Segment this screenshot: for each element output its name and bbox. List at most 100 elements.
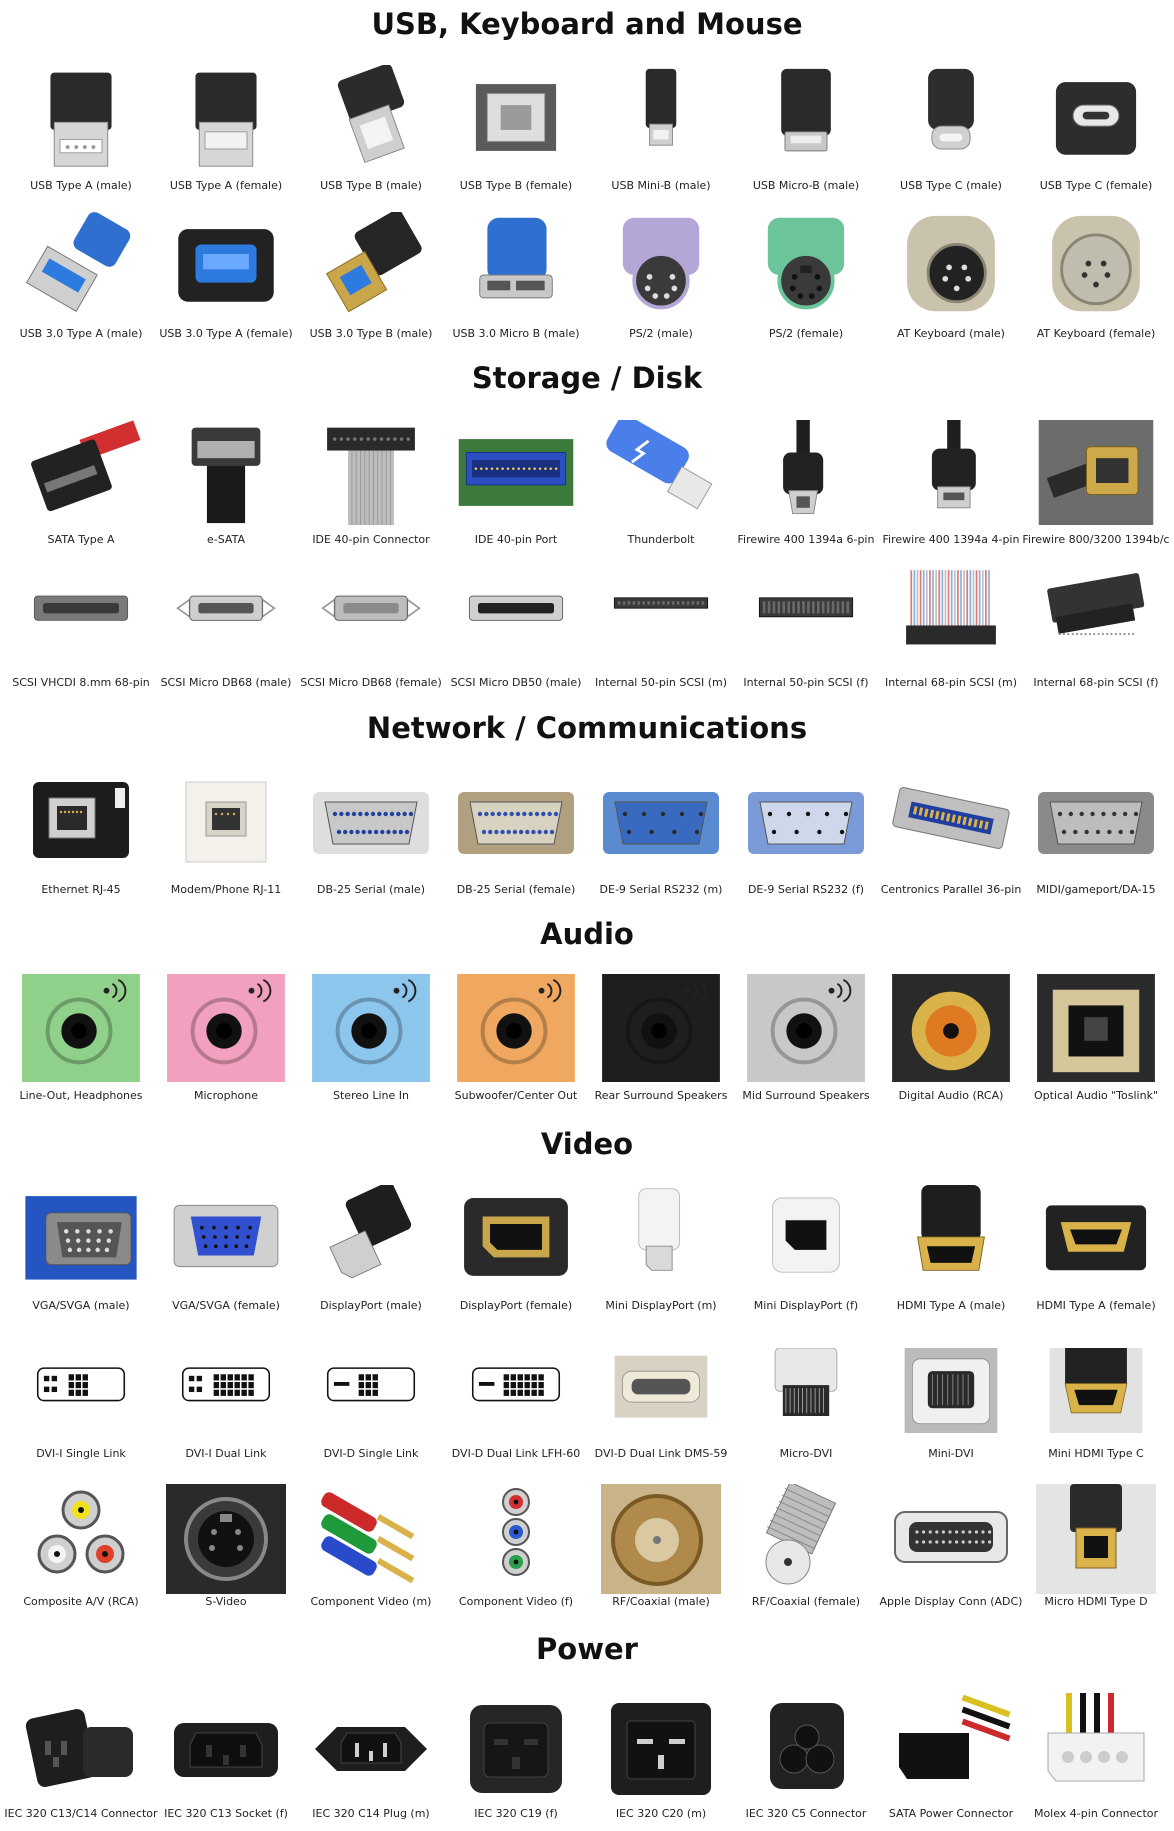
connector-label: Mini-DVI <box>928 1447 974 1460</box>
section-title: Storage / Disk <box>471 361 703 395</box>
at-keyboard-female-icon <box>1032 212 1160 317</box>
usb-type-c-male-icon <box>887 65 1015 170</box>
digital-audio-rca-icon <box>887 974 1015 1082</box>
connector-label: IDE 40-pin Port <box>474 533 558 546</box>
component-video-m-icon <box>307 1484 435 1594</box>
apple-display-conn-adc-icon <box>887 1484 1015 1594</box>
usb-3-0-type-b-male-icon <box>307 212 435 317</box>
connector-label: SCSI VHCDI 8.mm 68-pin <box>12 676 150 689</box>
connector-label: USB Type B (male) <box>320 179 422 192</box>
connector-label: USB Micro-B (male) <box>752 179 860 192</box>
molex-4-pin-connector-icon <box>1032 1693 1160 1803</box>
vga-svga-female-icon <box>162 1185 290 1287</box>
connector-label: Internal 50-pin SCSI (m) <box>594 676 728 689</box>
connector-label: Optical Audio "Toslink" <box>1034 1089 1158 1102</box>
centronics-parallel-36-pin-icon <box>887 768 1015 878</box>
connector-label: Component Video (f) <box>458 1595 574 1608</box>
iec-320-c13-c14-connector-icon <box>17 1693 145 1803</box>
connector-label: USB Mini-B (male) <box>611 179 711 192</box>
rf-coaxial-male-icon <box>597 1484 725 1594</box>
scsi-micro-db68-male-icon <box>162 565 290 660</box>
displayport-male-icon <box>307 1185 435 1287</box>
connector-label: USB Type B (female) <box>459 179 573 192</box>
connector-label: Microphone <box>193 1089 259 1102</box>
connector-label: Mini DisplayPort (m) <box>605 1299 717 1312</box>
section-title: USB, Keyboard and Mouse <box>371 7 803 41</box>
iec-320-c14-plug-m-icon <box>307 1693 435 1803</box>
scsi-vhcdi-8-mm-68-pin-icon <box>17 565 145 660</box>
optical-audio-toslink-icon <box>1032 974 1160 1082</box>
microphone-icon <box>162 974 290 1082</box>
connector-label: IDE 40-pin Connector <box>312 533 430 546</box>
connector-label: Internal 68-pin SCSI (f) <box>1033 676 1159 689</box>
connector-label: DVI-D Single Link <box>323 1447 419 1460</box>
composite-a-v-rca-icon <box>17 1484 145 1594</box>
connector-label: DE-9 Serial RS232 (m) <box>599 883 723 896</box>
usb-type-a-male-icon <box>17 65 145 170</box>
connector-label: Digital Audio (RCA) <box>898 1089 1004 1102</box>
mini-dvi-icon <box>887 1348 1015 1433</box>
connector-label: IEC 320 C5 Connector <box>745 1807 867 1820</box>
firewire-400-1394a-4-pin-icon <box>887 420 1015 525</box>
ps-2-male-icon <box>597 212 725 317</box>
connector-label: USB 3.0 Micro B (male) <box>452 327 580 340</box>
dvi-d-dual-link-lfh-60-icon <box>452 1348 580 1433</box>
connector-label: DVI-D Dual Link DMS-59 <box>594 1447 728 1460</box>
connector-label: Micro HDMI Type D <box>1044 1595 1148 1608</box>
mini-displayport-f-icon <box>742 1185 870 1287</box>
connector-label: RF/Coaxial (male) <box>612 1595 710 1608</box>
iec-320-c5-connector-icon <box>742 1693 870 1803</box>
connector-label: PS/2 (female) <box>768 327 844 340</box>
subwoofer-center-out-icon <box>452 974 580 1082</box>
connector-label: DisplayPort (female) <box>459 1299 573 1312</box>
internal-50-pin-scsi-m-icon <box>597 565 725 660</box>
micro-dvi-icon <box>742 1348 870 1433</box>
iec-320-c20-m-icon <box>597 1693 725 1803</box>
usb-3-0-micro-b-male-icon <box>452 212 580 317</box>
connector-label: IEC 320 C14 Plug (m) <box>312 1807 430 1820</box>
ps-2-female-icon <box>742 212 870 317</box>
internal-68-pin-scsi-f-icon <box>1032 565 1160 660</box>
line-out-headphones-icon <box>17 974 145 1082</box>
iec-320-c19-f-icon <box>452 1693 580 1803</box>
connector-label: VGA/SVGA (female) <box>172 1299 280 1312</box>
connector-label: USB Type C (male) <box>900 179 1002 192</box>
rf-coaxial-female-icon <box>742 1484 870 1594</box>
connector-label: Firewire 400 1394a 4-pin <box>882 533 1020 546</box>
connector-label: DVI-I Dual Link <box>185 1447 267 1460</box>
connector-label: Internal 50-pin SCSI (f) <box>743 676 869 689</box>
connector-label: Modem/Phone RJ-11 <box>170 883 282 896</box>
connector-label: Micro-DVI <box>779 1447 833 1460</box>
connector-label: Component Video (m) <box>310 1595 432 1608</box>
at-keyboard-male-icon <box>887 212 1015 317</box>
midi-gameport-da-15-icon <box>1032 768 1160 878</box>
connector-label: e-SATA <box>207 533 245 546</box>
ethernet-rj-45-icon <box>17 768 145 878</box>
connector-label: AT Keyboard (female) <box>1036 327 1156 340</box>
connector-label: S-Video <box>205 1595 247 1608</box>
connector-label: HDMI Type A (female) <box>1036 1299 1156 1312</box>
iec-320-c13-socket-f-icon <box>162 1693 290 1803</box>
connector-label: SCSI Micro DB68 (female) <box>300 676 442 689</box>
section-title: Audio <box>540 917 634 951</box>
usb-3-0-type-a-female-icon <box>162 212 290 317</box>
s-video-icon <box>162 1484 290 1594</box>
mid-surround-speakers-icon <box>742 974 870 1082</box>
connector-label: Molex 4-pin Connector <box>1033 1807 1159 1820</box>
component-video-f-icon <box>452 1484 580 1594</box>
connector-label: Thunderbolt <box>627 533 695 546</box>
internal-68-pin-scsi-m-icon <box>887 565 1015 660</box>
mini-hdmi-type-c-icon <box>1032 1348 1160 1433</box>
e-sata-icon <box>162 420 290 525</box>
connector-label: DB-25 Serial (female) <box>456 883 576 896</box>
usb-type-b-male-icon <box>307 65 435 170</box>
stereo-line-in-icon <box>307 974 435 1082</box>
firewire-400-1394a-6-pin-icon <box>742 420 870 525</box>
connector-label: SCSI Micro DB68 (male) <box>160 676 292 689</box>
de-9-serial-rs232-m-icon <box>597 768 725 878</box>
internal-50-pin-scsi-f-icon <box>742 565 870 660</box>
sata-power-connector-icon <box>887 1693 1015 1803</box>
dvi-i-single-link-icon <box>17 1348 145 1433</box>
connector-label: USB 3.0 Type A (female) <box>159 327 293 340</box>
connector-label: DVI-D Dual Link LFH-60 <box>451 1447 581 1460</box>
